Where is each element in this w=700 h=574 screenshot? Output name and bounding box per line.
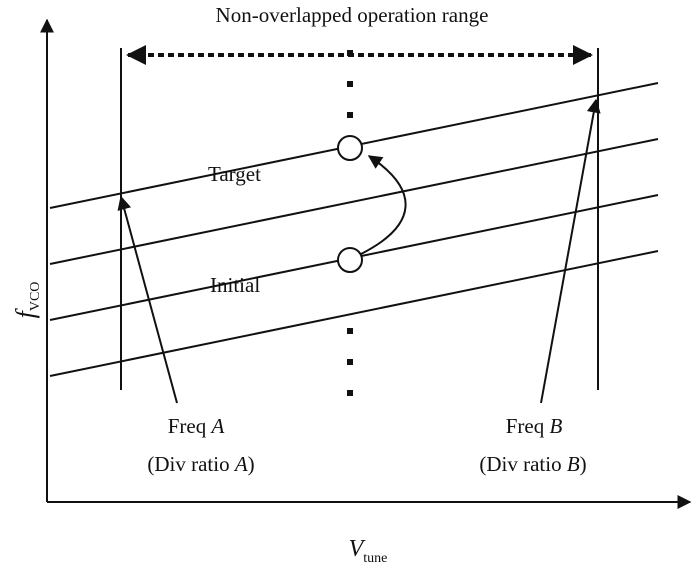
transition-arrow bbox=[360, 155, 407, 255]
freq-b-pointer-arrow bbox=[540, 98, 601, 404]
target-label: Target bbox=[208, 162, 261, 186]
freq-a-label: Freq A bbox=[168, 414, 225, 438]
target-point-circle bbox=[337, 135, 363, 161]
initial-point-circle bbox=[337, 247, 363, 273]
y-axis-label: fVCO bbox=[11, 282, 43, 319]
div-ratio-b-label: (Div ratio B) bbox=[479, 452, 586, 476]
tuning-curve-2 bbox=[49, 138, 659, 265]
freq-b-label: Freq B bbox=[506, 414, 563, 438]
freq-a-pointer-arrow bbox=[117, 195, 178, 404]
div-ratio-a-label: (Div ratio A) bbox=[147, 452, 254, 476]
ellipsis-dots-top bbox=[347, 50, 353, 118]
diagram-title: Non-overlapped operation range bbox=[216, 3, 489, 27]
tuning-curve-4 bbox=[49, 250, 659, 377]
initial-label: Initial bbox=[210, 273, 260, 297]
x-axis-label: Vtune bbox=[349, 536, 388, 566]
ellipsis-dots-bottom bbox=[347, 328, 353, 396]
